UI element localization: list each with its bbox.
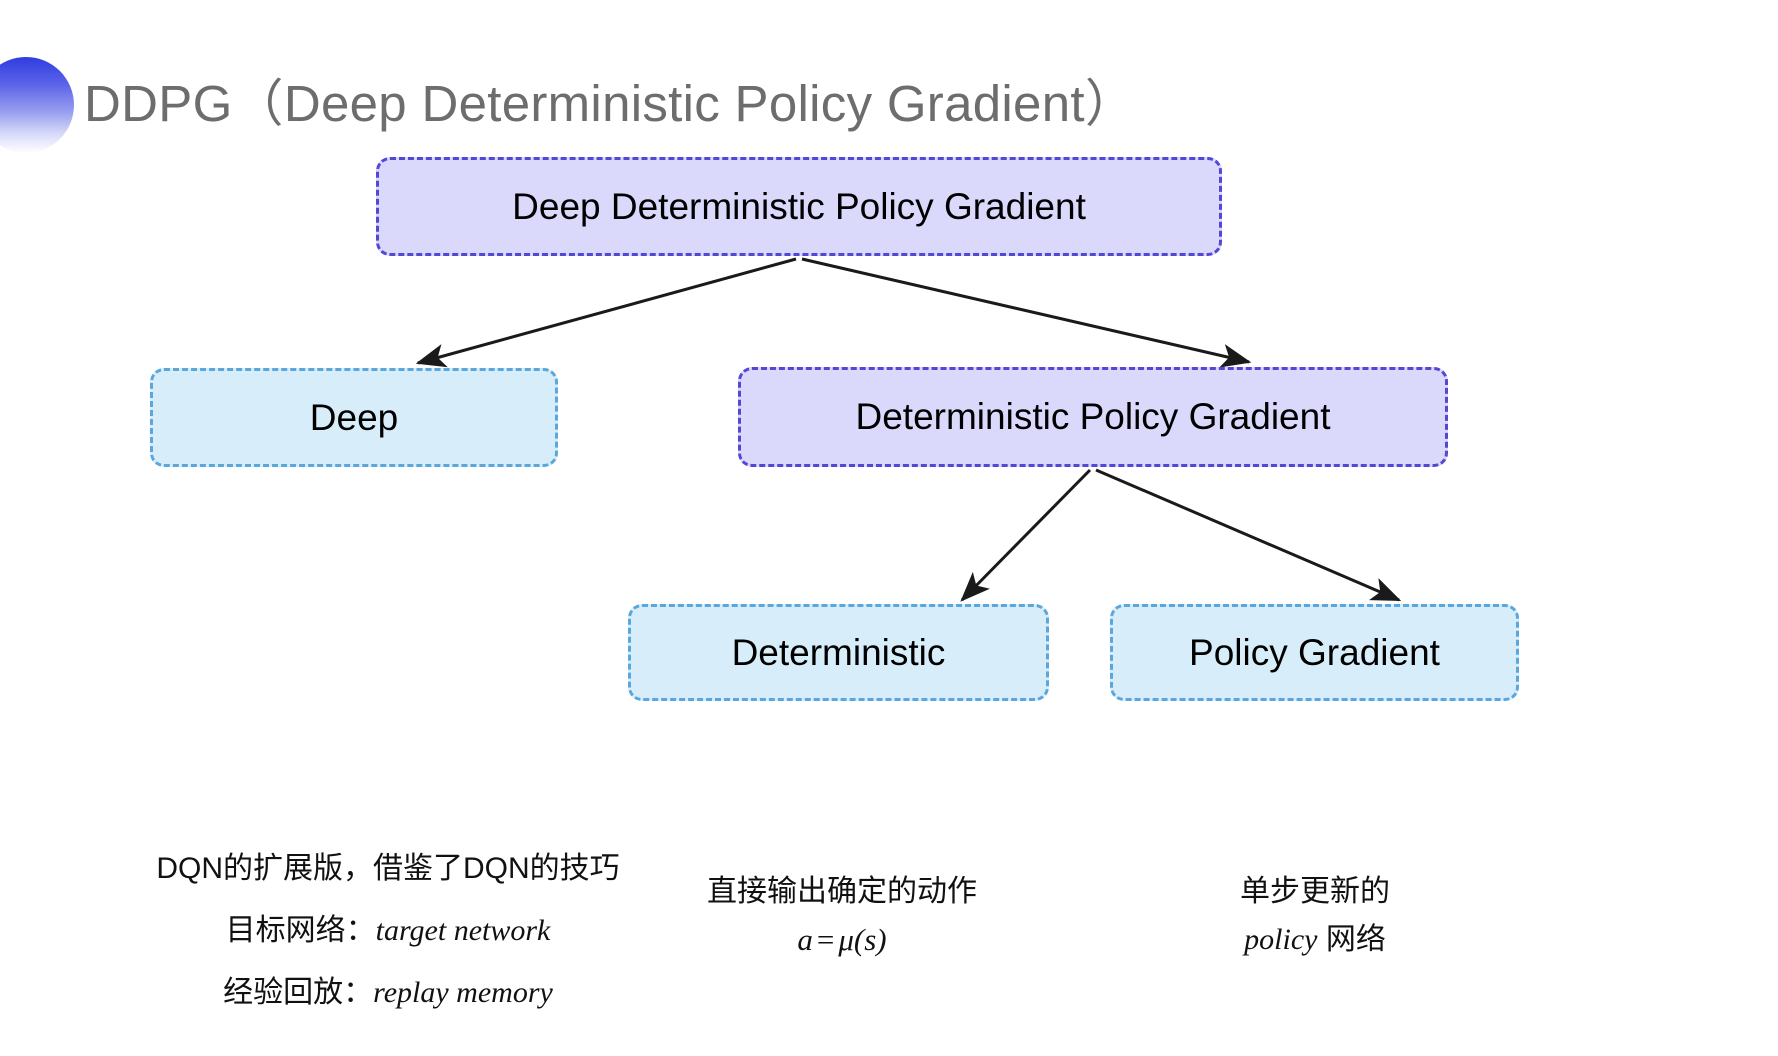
formula-rhs: μ(s)	[838, 922, 887, 957]
arrow-dpg-to-deterministic	[960, 468, 1092, 602]
node-deterministic[interactable]: Deterministic	[628, 604, 1049, 701]
arrow-dpg-to-policy-gradient	[1095, 468, 1402, 602]
node-deep-deterministic-policy-gradient[interactable]: Deep Deterministic Policy Gradient	[376, 157, 1222, 256]
caption-deep-line3-term: replay memory	[373, 976, 553, 1009]
arrow-root-to-deep	[415, 257, 797, 368]
formula-lhs: a	[797, 922, 813, 957]
page-title: DDPG（Deep Deterministic Policy Gradient）	[84, 75, 1137, 132]
caption-deep-line2-term: target network	[375, 914, 551, 947]
node-deterministic-policy-gradient[interactable]: Deterministic Policy Gradient	[738, 367, 1448, 467]
caption-deep: DQN的扩展版，借鉴了DQN的技巧 目标网络：target network 经验…	[108, 838, 668, 1024]
caption-deep-line2: 目标网络：target network	[108, 900, 668, 962]
arrow-root-to-dpg	[801, 257, 1252, 368]
caption-policy-gradient-line2: policy 网络	[1155, 916, 1475, 964]
caption-deterministic-formula: a=μ(s)	[672, 916, 1012, 964]
caption-policy-gradient: 单步更新的 policy 网络	[1155, 868, 1475, 964]
gradient-circle-bullet-icon	[0, 57, 74, 153]
caption-deterministic: 直接输出确定的动作 a=μ(s)	[672, 868, 1012, 964]
caption-deep-line1: DQN的扩展版，借鉴了DQN的技巧	[156, 852, 620, 885]
caption-policy-gradient-term: policy	[1244, 923, 1318, 956]
caption-deep-line3-label: 经验回放：	[223, 976, 374, 1009]
caption-policy-gradient-suffix: 网络	[1317, 923, 1386, 956]
caption-deep-line3: 经验回放：replay memory	[108, 962, 668, 1024]
node-deep[interactable]: Deep	[150, 368, 558, 467]
caption-deep-line2-label: 目标网络：	[225, 914, 376, 947]
node-policy-gradient[interactable]: Policy Gradient	[1110, 604, 1519, 701]
caption-deterministic-line1: 直接输出确定的动作	[707, 875, 977, 908]
formula-operator: =	[816, 922, 835, 957]
caption-policy-gradient-line1: 单步更新的	[1240, 875, 1390, 908]
